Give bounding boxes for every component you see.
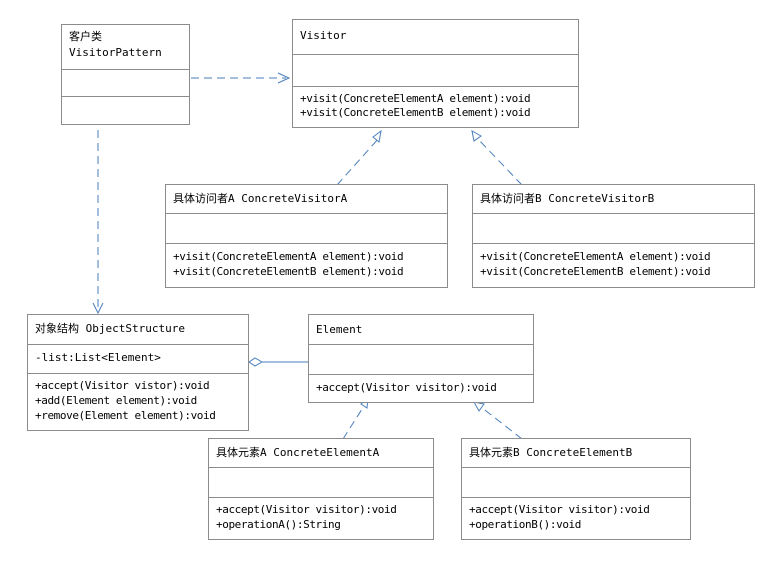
class-name: 具体元素A ConcreteElementA [216,446,380,459]
class-name-line1: 客户类 [69,30,102,43]
method: +accept(Visitor visitor):void [469,503,650,516]
aggregation-diamond [248,357,264,367]
open-arrowhead-objectstructure [92,302,104,315]
method: +accept(Visitor vistor):void [35,379,210,392]
method: +remove(Element element):void [35,409,216,422]
realization-line-elementa-element [342,405,365,440]
class-name-line2: VisitorPattern [69,46,162,59]
attribute-section [166,213,447,214]
method-section [166,243,447,244]
method: +visit(ConcreteElementB element):void [300,106,531,119]
attribute-section [309,344,533,345]
method-section [473,243,754,244]
method: +visit(ConcreteElementB element):void [480,265,711,278]
attribute-section [293,54,578,55]
attribute-section [473,213,754,214]
class-box-concrete-visitor-b: 具体访问者B ConcreteVisitorB +visit(ConcreteE… [472,184,755,288]
method: +operationA():String [216,518,341,531]
class-name: Element [316,323,363,336]
class-box-concrete-element-a: 具体元素A ConcreteElementA +accept(Visitor v… [208,438,434,540]
class-box-concrete-element-b: 具体元素B ConcreteElementB +accept(Visitor v… [461,438,691,540]
class-box-object-structure: 对象结构 ObjectStructure -list:List<Element>… [27,314,249,431]
method: +accept(Visitor visitor):void [316,381,497,394]
method-section [309,374,533,375]
class-name: 对象结构 ObjectStructure [35,322,185,335]
method: +add(Element element):void [35,394,197,407]
method-section [28,373,248,374]
open-arrowhead-visitor [277,72,291,84]
class-box-client: 客户类 VisitorPattern [61,24,190,125]
realization-line-visitorb-visitor [477,138,523,186]
class-box-visitor: Visitor +visit(ConcreteElementA element)… [292,19,579,128]
class-name: 具体访问者A ConcreteVisitorA [173,192,348,205]
method-section [462,497,690,498]
attribute-section [462,467,690,468]
method-section [62,96,189,97]
attribute-section [209,467,433,468]
attribute: -list:List<Element> [35,351,161,364]
method-section [293,86,578,87]
class-name: Visitor [300,29,347,42]
realization-line-visitora-visitor [336,137,380,186]
class-name: 具体元素B ConcreteElementB [469,446,633,459]
method: +accept(Visitor visitor):void [216,503,397,516]
method-section [209,497,433,498]
class-box-concrete-visitor-a: 具体访问者A ConcreteVisitorA +visit(ConcreteE… [165,184,448,288]
realization-line-elementb-element [480,406,523,440]
attribute-section [62,69,189,70]
attribute-section [28,344,248,345]
method: +visit(ConcreteElementA element):void [480,250,711,263]
hollow-triangle-visitorb [471,130,482,142]
hollow-triangle-elementb [473,401,485,412]
hollow-triangle-visitora [372,129,382,143]
class-name: 具体访问者B ConcreteVisitorB [480,192,655,205]
method: +visit(ConcreteElementA element):void [300,92,531,105]
method: +visit(ConcreteElementA element):void [173,250,404,263]
method: +visit(ConcreteElementB element):void [173,265,404,278]
method: +operationB():void [469,518,582,531]
class-box-element: Element +accept(Visitor visitor):void [308,314,534,403]
